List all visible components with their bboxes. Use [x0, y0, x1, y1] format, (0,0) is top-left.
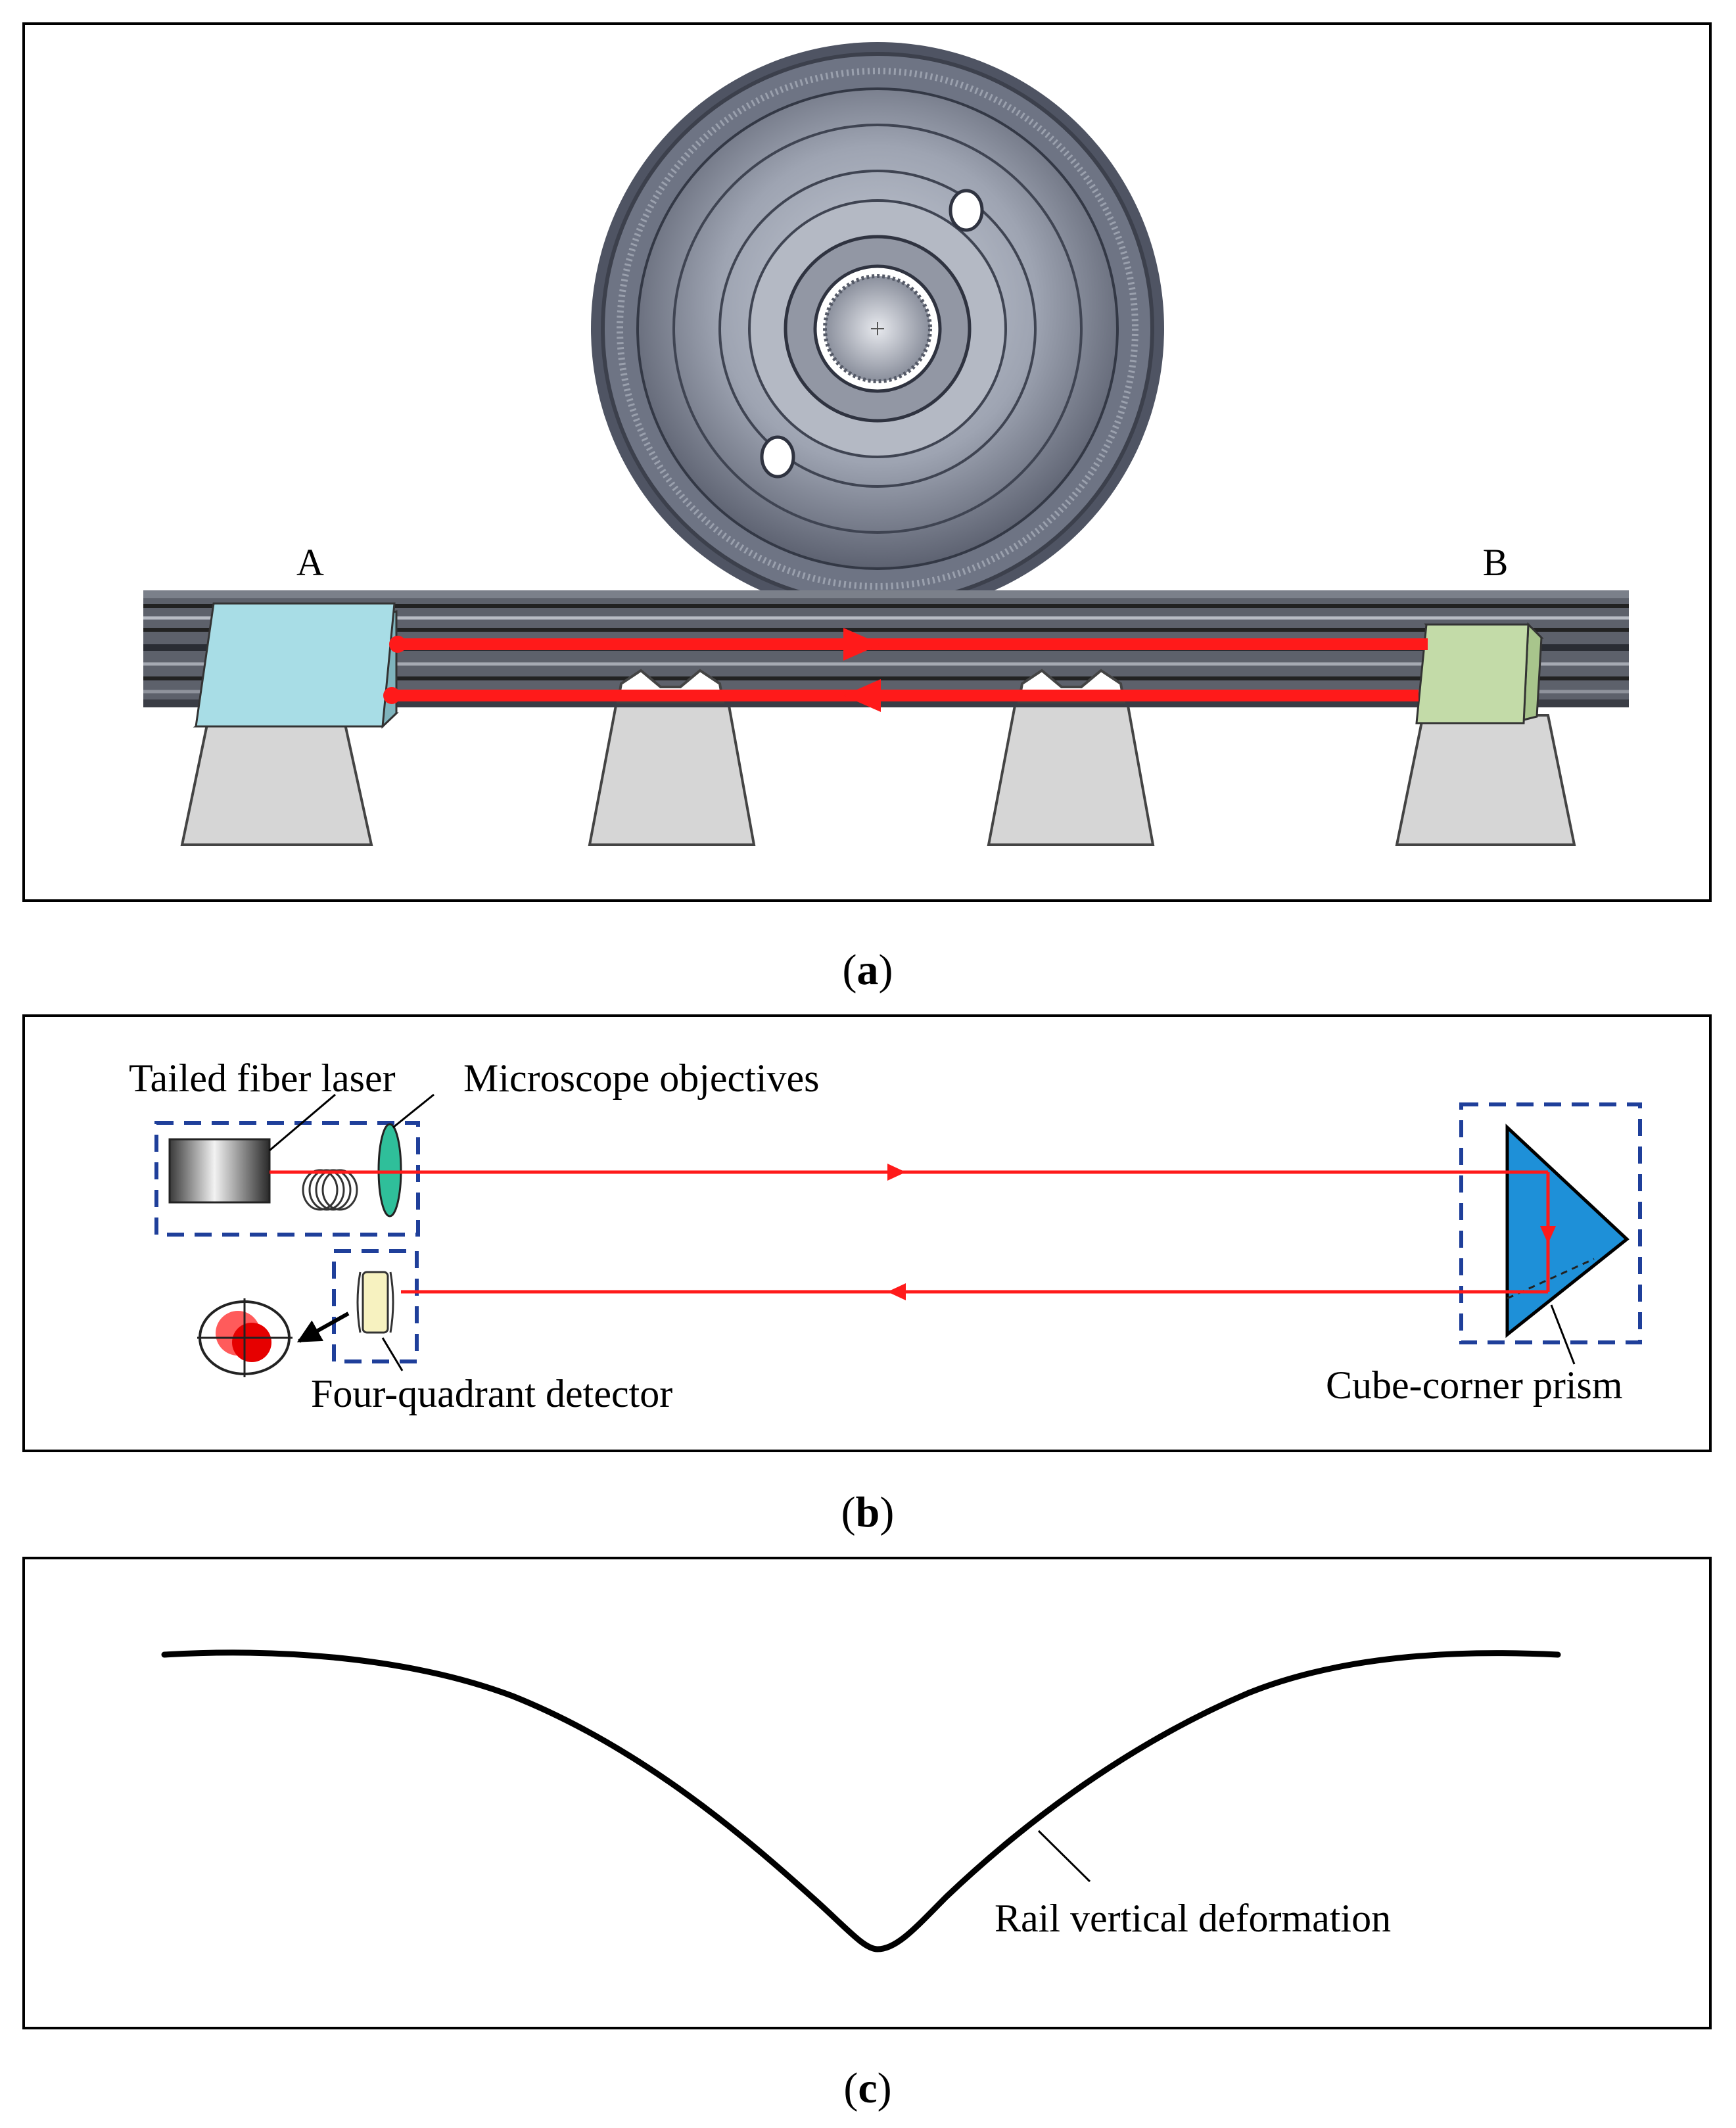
- unit-B: [1415, 622, 1544, 724]
- sleeper-1: [180, 714, 373, 846]
- fiber-coil: [302, 1169, 358, 1211]
- laser-beams-a: [383, 628, 1428, 712]
- arrow-return: [843, 679, 881, 712]
- label-A: A: [296, 541, 324, 584]
- label-cube-corner-prism: Cube-corner prism: [1326, 1363, 1623, 1407]
- caption-b: (b): [841, 1488, 895, 1536]
- detector-box: [332, 1249, 419, 1363]
- label-tailed-fiber-laser: Tailed fiber laser: [129, 1056, 396, 1100]
- sleepers: [180, 701, 1576, 846]
- detector-spot-view: [197, 1298, 293, 1377]
- sleeper-2: [588, 701, 756, 846]
- label-four-quadrant-detector: Four-quadrant detector: [311, 1372, 672, 1415]
- prism-box: [1459, 1102, 1642, 1344]
- arrow-b-outgoing: [887, 1164, 906, 1181]
- wheel-hole-upper: [949, 189, 984, 232]
- microscope-objective-lens: [377, 1123, 402, 1218]
- beam-port-upper: [389, 636, 406, 653]
- four-quadrant-detector: [362, 1271, 389, 1334]
- cube-corner-prism: [1505, 1123, 1630, 1338]
- sleeper-3: [987, 701, 1155, 846]
- panel-b-frame: [22, 1014, 1712, 1452]
- caption-c: (c): [843, 2064, 891, 2112]
- leader-lines-b: [269, 1093, 1576, 1371]
- leader-line-c: [1037, 1830, 1091, 1883]
- arrow-b-prism: [1540, 1226, 1556, 1244]
- rail-deformation-curve: [161, 1649, 1561, 1952]
- laser-source-box: [154, 1121, 420, 1237]
- label-rail-vertical-deformation: Rail vertical deformation: [995, 1897, 1391, 1940]
- unit-A: [193, 602, 399, 729]
- label-B: B: [1483, 541, 1509, 584]
- detector-arrow: [296, 1312, 350, 1343]
- wheel-hole-lower: [760, 435, 795, 479]
- label-microscope-objectives: Microscope objectives: [463, 1056, 820, 1100]
- beam-port-lower: [383, 687, 400, 704]
- fiber-laser-body: [168, 1138, 271, 1204]
- wheel: [591, 42, 1164, 615]
- sleeper-4: [1395, 714, 1576, 846]
- caption-a: (a): [843, 946, 893, 994]
- arrow-b-return: [887, 1283, 906, 1300]
- arrow-outgoing: [843, 628, 881, 661]
- panel-c-frame: [22, 1557, 1712, 2029]
